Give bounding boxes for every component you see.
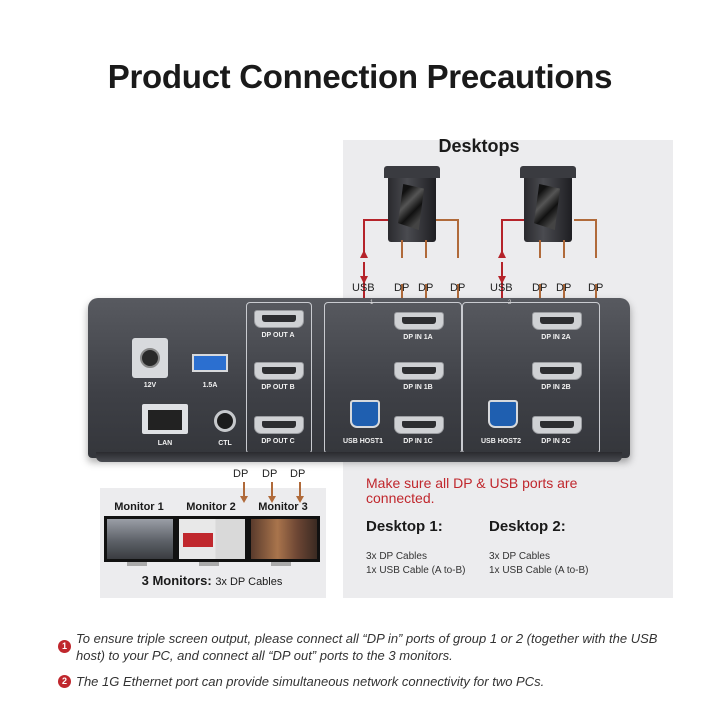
- kvm-switch-device: 12V 1.5A LAN CTL DP OUT A DP OUT B DP OU…: [88, 298, 630, 458]
- dp-label-desktop-1c: DP: [450, 282, 466, 294]
- dp-cable-desktop-1c: [436, 219, 459, 258]
- monitor-3-icon: [248, 516, 320, 562]
- note-1-text: To ensure triple screen output, please c…: [76, 631, 658, 663]
- desktop-1-title: Desktop 1:: [366, 518, 443, 535]
- connection-warning: Make sure all DP & USB ports are connect…: [366, 475, 578, 506]
- power-label: 12V: [143, 382, 157, 389]
- dp-cable-desktop-2c: [574, 219, 597, 258]
- dp-in-2a-port: [532, 312, 582, 330]
- usb-label-desktop-2: USB: [490, 282, 513, 294]
- dp-out-a-port: [254, 310, 304, 328]
- dp-in-1b-port: [394, 362, 444, 380]
- dp-in-2a-label: DP IN 2A: [541, 334, 571, 341]
- group-1-label: 1: [370, 300, 374, 306]
- dp-in-1c-port: [394, 416, 444, 434]
- dp-label-monitor-1: DP: [233, 468, 249, 480]
- monitors-caption: 3 Monitors: 3x DP Cables: [106, 573, 318, 588]
- desktop-1-line1: 3x DP Cables: [366, 551, 427, 562]
- usb-cable-desktop-2: [501, 219, 524, 258]
- desktop-1-line2: 1x USB Cable (A to-B): [366, 565, 466, 576]
- note-1-badge: 1: [58, 640, 71, 653]
- monitor-1-stand: [127, 562, 147, 566]
- dp-in-1b-label: DP IN 1B: [403, 384, 433, 391]
- power-port: [132, 338, 168, 378]
- page-title: Product Connection Precautions: [107, 58, 613, 95]
- usb-cable-desktop-1: [363, 219, 388, 258]
- ctl-port: [214, 410, 236, 432]
- monitor-2-icon: [176, 516, 248, 562]
- usb-host2-label: USB HOST2: [480, 438, 522, 445]
- dp-label-monitor-2: DP: [262, 468, 278, 480]
- dp-out-c-label: DP OUT C: [261, 438, 295, 445]
- monitor-1-label: Monitor 1: [114, 501, 164, 513]
- dp-label-desktop-2b: DP: [556, 282, 572, 294]
- dp-in-2b-port: [532, 362, 582, 380]
- device-base: [96, 452, 622, 462]
- dp-out-b-port: [254, 362, 304, 380]
- usb-a-port: [192, 354, 228, 372]
- dp-label-desktop-1b: DP: [418, 282, 434, 294]
- monitor-3-label: Monitor 3: [258, 501, 308, 513]
- dp-in-2c-port: [532, 416, 582, 434]
- desktop-2-line2: 1x USB Cable (A to-B): [489, 565, 589, 576]
- dp-out-c-port: [254, 416, 304, 434]
- desktop-2-tower-icon: [520, 164, 576, 244]
- monitors-caption-rest: 3x DP Cables: [215, 576, 283, 588]
- lan-label: LAN: [157, 440, 173, 447]
- monitors-caption-bold: 3 Monitors:: [141, 573, 212, 588]
- usb-label-desktop-1: USB: [352, 282, 375, 294]
- dp-in-1a-port: [394, 312, 444, 330]
- dp-label-desktop-2a: DP: [532, 282, 548, 294]
- note-2-badge: 2: [58, 675, 71, 688]
- usb-power-label: 1.5A: [202, 382, 218, 389]
- ctl-label: CTL: [218, 440, 232, 447]
- dp-in-2b-label: DP IN 2B: [541, 384, 571, 391]
- lan-port: [142, 404, 188, 434]
- note-2-text: The 1G Ethernet port can provide simulta…: [76, 674, 545, 689]
- usb-host1-port: [350, 400, 380, 428]
- monitor-2-label: Monitor 2: [186, 501, 236, 513]
- dp-in-1c-label: DP IN 1C: [403, 438, 433, 445]
- dp-in-2c-label: DP IN 2C: [541, 438, 571, 445]
- dp-label-monitor-3: DP: [290, 468, 306, 480]
- monitor-2-stand: [199, 562, 219, 566]
- desktop-1-tower-icon: [384, 164, 440, 244]
- dp-out-b-label: DP OUT B: [261, 384, 295, 391]
- group-2-label: 2: [508, 300, 512, 306]
- usb-host2-port: [488, 400, 518, 428]
- desktops-label: Desktops: [438, 136, 520, 156]
- monitor-3-stand: [271, 562, 291, 566]
- desktop-2-title: Desktop 2:: [489, 518, 566, 535]
- dp-label-desktop-2c: DP: [588, 282, 604, 294]
- usb-host1-label: USB HOST1: [342, 438, 384, 445]
- monitor-1-icon: [104, 516, 176, 562]
- dp-label-desktop-1a: DP: [394, 282, 410, 294]
- desktop-2-line1: 3x DP Cables: [489, 551, 550, 562]
- dp-out-a-label: DP OUT A: [261, 332, 295, 339]
- dp-in-1a-label: DP IN 1A: [403, 334, 433, 341]
